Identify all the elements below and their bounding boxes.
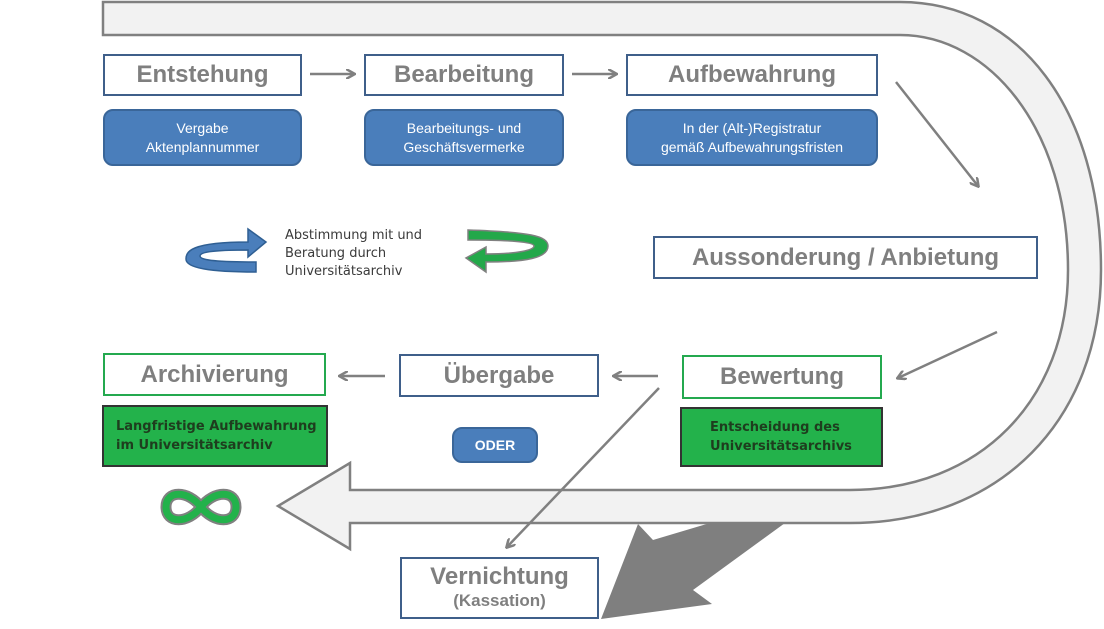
note-line: Geschäftsvermerke <box>403 138 525 155</box>
note-archivierung: Langfristige Aufbewahrung im Universität… <box>102 405 328 467</box>
stage-label: Aufbewahrung <box>668 61 836 88</box>
consultation-text: Abstimmung mit und Beratung durch Univer… <box>285 227 422 281</box>
note-entstehung: Vergabe Aktenplannummer <box>103 109 302 166</box>
stage-entstehung: Entstehung <box>103 54 302 96</box>
arrow-aussonderung-bewertung <box>898 330 998 378</box>
oder-label: ODER <box>474 436 516 453</box>
note-line: Langfristige Aufbewahrung <box>116 419 317 434</box>
stage-label: Bearbeitung <box>393 61 534 88</box>
stage-bewertung: Bewertung <box>682 355 882 399</box>
stage-label: Aussonderung / Anbietung <box>691 243 1000 271</box>
note-bearbeitung: Bearbeitungs- und Geschäftsvermerke <box>364 109 564 166</box>
note-aufbewahrung: In der (Alt-)Registratur gemäß Aufbewahr… <box>626 109 878 166</box>
circular-arrow-left-icon <box>464 229 549 274</box>
stage-label: Entstehung <box>136 61 269 88</box>
note-line: Aktenplannummer <box>145 138 260 155</box>
stage-archivierung: Archivierung <box>103 353 326 396</box>
note-line: Bearbeitungs- und <box>406 119 522 136</box>
infinity-icon <box>160 488 242 526</box>
note-line: In der (Alt-)Registratur <box>682 119 822 136</box>
consultation-line: Universitätsarchiv <box>285 264 403 279</box>
note-line: gemäß Aufbewahrungsfristen <box>660 138 844 155</box>
note-line: Entscheidung des <box>710 420 840 435</box>
note-bewertung: Entscheidung des Universitätsarchivs <box>680 407 883 467</box>
kassation-arrow <box>601 523 785 619</box>
circular-arrow-right-icon <box>185 227 268 273</box>
stage-label: Übergabe <box>443 361 555 389</box>
stage-vernichtung: Vernichtung (Kassation) <box>400 557 599 619</box>
consultation-line: Abstimmung mit und <box>285 228 423 243</box>
stage-label: Vernichtung <box>430 563 569 590</box>
stage-bearbeitung: Bearbeitung <box>364 54 564 96</box>
stage-label: Bewertung <box>719 363 844 390</box>
stage-sublabel: (Kassation) <box>453 591 546 610</box>
arrow-bewertung-vernichtung <box>507 387 660 547</box>
note-line: Universitätsarchivs <box>710 439 852 454</box>
stage-label: Archivierung <box>140 360 289 388</box>
consultation-line: Beratung durch <box>285 246 387 261</box>
note-line: im Universitätsarchiv <box>116 438 273 453</box>
note-line: Vergabe <box>176 119 229 136</box>
stage-aussonderung: Aussonderung / Anbietung <box>653 236 1038 279</box>
lifecycle-u-arrow <box>101 0 1103 552</box>
arrow-aufbewahrung-aussonderung <box>895 81 978 186</box>
oder-badge: ODER <box>452 427 538 463</box>
stage-aufbewahrung: Aufbewahrung <box>626 54 878 96</box>
stage-uebergabe: Übergabe <box>399 354 599 397</box>
